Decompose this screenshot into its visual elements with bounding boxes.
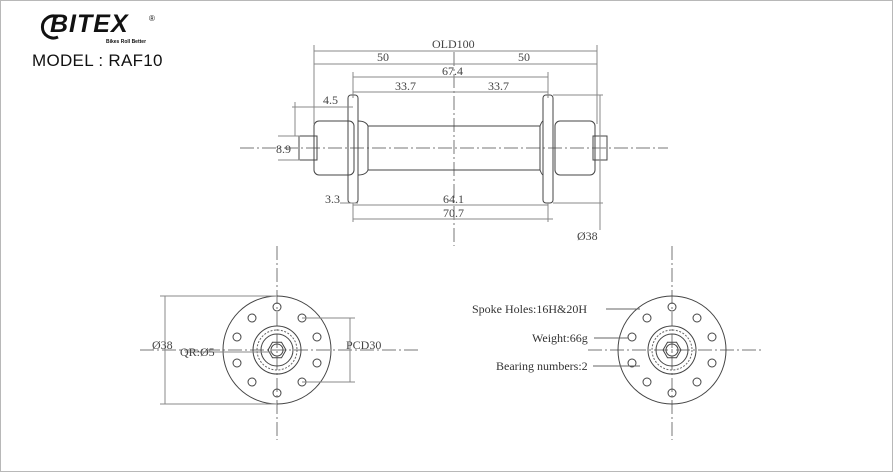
dim-diameter-front: Ø38 bbox=[152, 338, 173, 352]
brand-tagline: Bikes Roll Better bbox=[106, 39, 147, 45]
registered-mark: ® bbox=[149, 14, 155, 23]
dim-old: OLD100 bbox=[432, 37, 475, 51]
dim-overall: 70.7 bbox=[443, 206, 464, 220]
brand-logo: BITEX ® Bikes Roll Better bbox=[36, 10, 156, 46]
dim-endcap: 4.5 bbox=[323, 93, 338, 107]
dim-flange-right: 33.7 bbox=[488, 79, 509, 93]
dim-half-left: 50 bbox=[377, 50, 389, 64]
dim-flange-spacing: 67.4 bbox=[442, 64, 463, 78]
hub-front-view-left: Ø38 QR:Ø5 PCD30 bbox=[140, 246, 420, 440]
dim-qr: QR:Ø5 bbox=[180, 345, 215, 359]
spec-bearings: Bearing numbers:2 bbox=[496, 359, 588, 373]
spec-weight: Weight:66g bbox=[532, 331, 588, 345]
dim-body-length: 64.1 bbox=[443, 192, 464, 206]
dim-half-right: 50 bbox=[518, 50, 530, 64]
spec-spoke-holes: Spoke Holes:16H&20H bbox=[472, 302, 587, 316]
hub-front-view-right: Spoke Holes:16H&20H Weight:66g Bearing n… bbox=[472, 246, 762, 440]
dim-diameter-side: Ø38 bbox=[577, 229, 598, 243]
hub-side-view: OLD100 50 50 67.4 33.7 33.7 4.5 8.9 3.3 … bbox=[240, 37, 668, 246]
model-label: MODEL : RAF10 bbox=[32, 51, 163, 70]
dim-flange-left: 33.7 bbox=[395, 79, 416, 93]
dim-pcd: PCD30 bbox=[346, 338, 381, 352]
dim-offset: 3.3 bbox=[325, 192, 340, 206]
logo-swoosh-icon bbox=[40, 14, 59, 40]
dim-axle: 8.9 bbox=[276, 142, 291, 156]
brand-name: BITEX bbox=[50, 10, 129, 38]
